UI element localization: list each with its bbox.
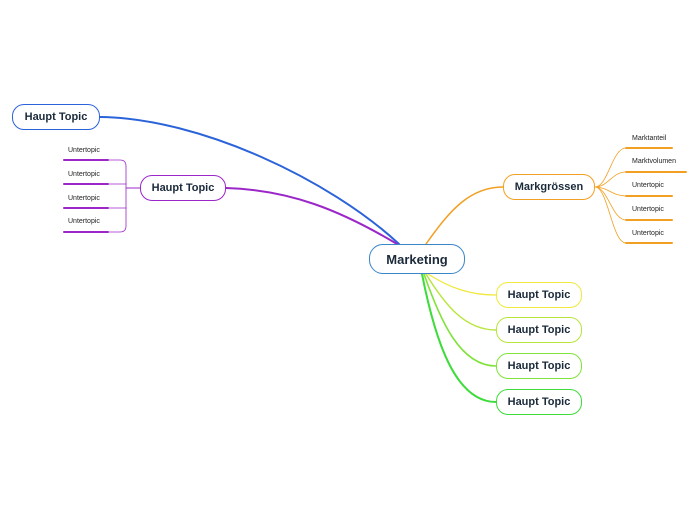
edge-sub-right-2 [594,171,627,188]
edge-haupt-2 [225,187,398,245]
subtopic-untertopic-right-1[interactable]: Untertopic [632,182,664,189]
edge-haupt-4 [425,273,497,331]
subtopic-untertopic-left-3[interactable]: Untertopic [68,195,100,202]
main-topic-haupt-6[interactable]: Haupt Topic [496,389,582,415]
main-topic-haupt-5[interactable]: Haupt Topic [496,353,582,379]
edge-haupt-3 [427,273,497,296]
edge-sub-right-5 [594,186,627,244]
edge-haupt-6 [421,273,497,403]
edge-sub-bracket-left [107,159,127,233]
subtopic-untertopic-right-3[interactable]: Untertopic [632,230,664,237]
edge-haupt-1 [99,116,400,245]
main-topic-haupt-3[interactable]: Haupt Topic [496,282,582,308]
central-topic-marketing[interactable]: Marketing [369,244,465,274]
main-topic-markgroessen[interactable]: Markgrössen [503,174,595,200]
main-topic-haupt-4[interactable]: Haupt Topic [496,317,582,343]
subtopic-untertopic-left-4[interactable]: Untertopic [68,218,100,225]
subtopic-untertopic-left-1[interactable]: Untertopic [68,147,100,154]
subtopic-untertopic-left-2[interactable]: Untertopic [68,171,100,178]
edge-haupt-5 [423,273,497,367]
subtopic-marktanteil[interactable]: Marktanteil [632,135,667,142]
subtopic-untertopic-right-2[interactable]: Untertopic [632,206,664,213]
connection-lines [63,116,687,403]
edge-markgroessen [425,186,504,245]
edge-sub-right-1 [594,147,627,188]
main-topic-haupt-1[interactable]: Haupt Topic [12,104,100,130]
main-topic-haupt-2[interactable]: Haupt Topic [140,175,226,201]
subtopic-marktvolumen[interactable]: Marktvolumen [632,158,676,165]
